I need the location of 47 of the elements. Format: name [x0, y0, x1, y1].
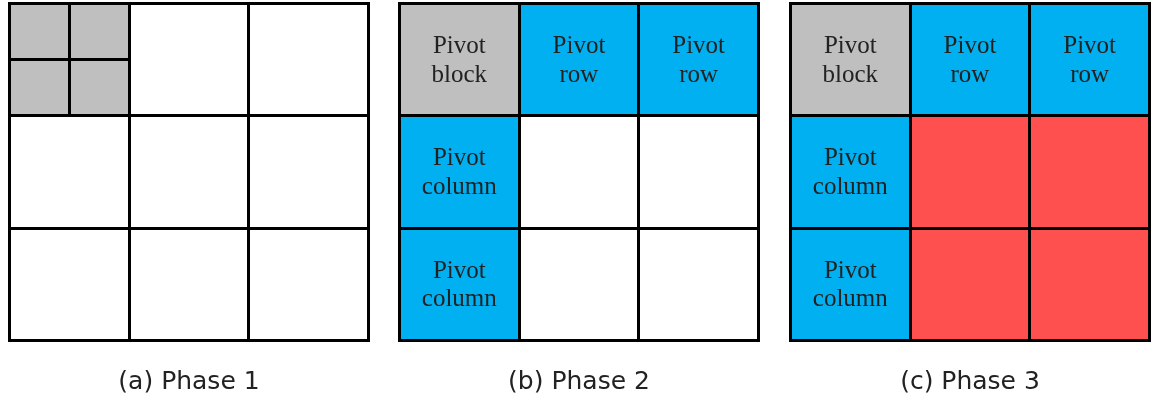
- matrix-grid: [789, 2, 1151, 342]
- block-label: Pivot row: [552, 30, 606, 89]
- empty-block: [11, 61, 68, 115]
- matrix-block: [792, 117, 909, 227]
- empty-block: [520, 229, 638, 339]
- matrix-grid: [398, 2, 760, 342]
- empty-block: [11, 5, 128, 115]
- block-label: Pivot column: [421, 143, 497, 201]
- empty-block: [70, 61, 128, 115]
- empty-block: [130, 229, 248, 339]
- empty-block: [11, 117, 128, 227]
- empty-block: [250, 117, 367, 227]
- empty-block: [911, 117, 1029, 227]
- matrix-block: [792, 229, 909, 339]
- matrix-grid: [8, 2, 370, 342]
- block-label: Pivot block: [822, 30, 879, 89]
- matrix-block: [401, 229, 518, 339]
- empty-block: [1031, 229, 1148, 339]
- empty-block: [911, 229, 1029, 339]
- empty-block: [640, 229, 757, 339]
- empty-block: [250, 5, 367, 115]
- block-label: Pivot column: [812, 143, 888, 201]
- matrix-block: [520, 5, 638, 115]
- block-label: Pivot row: [1063, 30, 1117, 89]
- matrix-block: [1031, 5, 1148, 115]
- block-label: Pivot column: [812, 255, 888, 314]
- block-label: Pivot row: [672, 30, 726, 89]
- matrix-block: [401, 117, 518, 227]
- empty-block: [11, 5, 68, 59]
- empty-block: [130, 117, 248, 227]
- matrix-block: [640, 5, 757, 115]
- block-label: Pivot column: [421, 255, 497, 314]
- panel-caption: (a) Phase 1: [118, 365, 260, 397]
- matrix-block: [401, 5, 518, 115]
- block-label: Pivot block: [431, 30, 488, 89]
- matrix-block: [792, 5, 909, 115]
- empty-block: [520, 117, 638, 227]
- empty-block: [1031, 117, 1148, 227]
- empty-block: [130, 5, 248, 115]
- empty-block: [250, 229, 367, 339]
- empty-block: [70, 5, 128, 59]
- empty-block: [11, 229, 128, 339]
- panel-caption: (b) Phase 2: [508, 365, 650, 397]
- matrix-block: [911, 5, 1029, 115]
- empty-block: [640, 117, 757, 227]
- block-label: Pivot row: [943, 30, 997, 89]
- panel-caption: (c) Phase 3: [900, 365, 1040, 397]
